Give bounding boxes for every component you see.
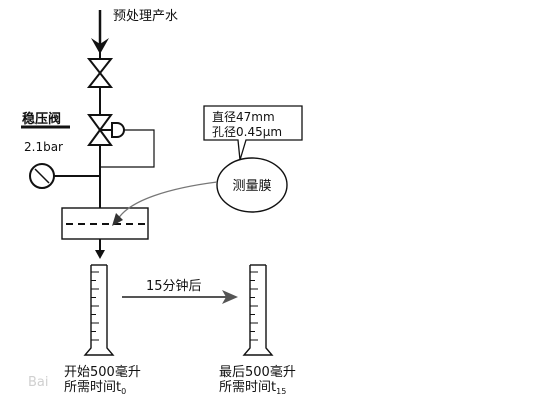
source-label: 预处理产水 bbox=[113, 9, 178, 24]
pressure-gauge bbox=[29, 163, 100, 189]
regulator-label: 稳压阀 bbox=[22, 111, 61, 127]
membrane-diameter-text: 直径47mm bbox=[212, 110, 275, 124]
start-label-subscript: 0 bbox=[121, 387, 126, 396]
end-label-line2: 所需时间t15 bbox=[219, 380, 286, 396]
membrane-spec-callout: 直径47mm 孔径0.45μm bbox=[203, 105, 303, 161]
membrane-pointer-arrow bbox=[117, 181, 218, 220]
start-label-line2: 所需时间t0 bbox=[64, 380, 126, 396]
shutoff-valve bbox=[86, 58, 114, 88]
inlet-arrow bbox=[91, 10, 109, 54]
outlet-arrow bbox=[95, 239, 105, 259]
pressure-label: 2.1bar bbox=[24, 140, 63, 154]
membrane-pore-size-text: 孔径0.45μm bbox=[212, 125, 282, 139]
membrane-pointer-arrowhead bbox=[112, 213, 123, 226]
watermark: Bai bbox=[28, 375, 49, 390]
membrane-holder bbox=[61, 207, 149, 240]
end-label-subscript: 15 bbox=[276, 387, 286, 396]
start-label-time-text: 所需时间t bbox=[64, 380, 121, 395]
end-label-line1: 最后500毫升 bbox=[219, 364, 296, 380]
end-graduated-cylinder bbox=[242, 264, 274, 356]
pressure-regulator-valve bbox=[87, 114, 155, 168]
time-elapsed-label: 15分钟后 bbox=[146, 278, 202, 294]
measuring-membrane-bubble: 测量膜 bbox=[216, 157, 288, 213]
start-graduated-cylinder bbox=[83, 264, 115, 356]
membrane-label: 测量膜 bbox=[232, 179, 271, 194]
time-elapsed-arrow bbox=[122, 290, 238, 304]
end-label-time-text: 所需时间t bbox=[219, 380, 276, 395]
start-label-line1: 开始500毫升 bbox=[64, 364, 141, 380]
